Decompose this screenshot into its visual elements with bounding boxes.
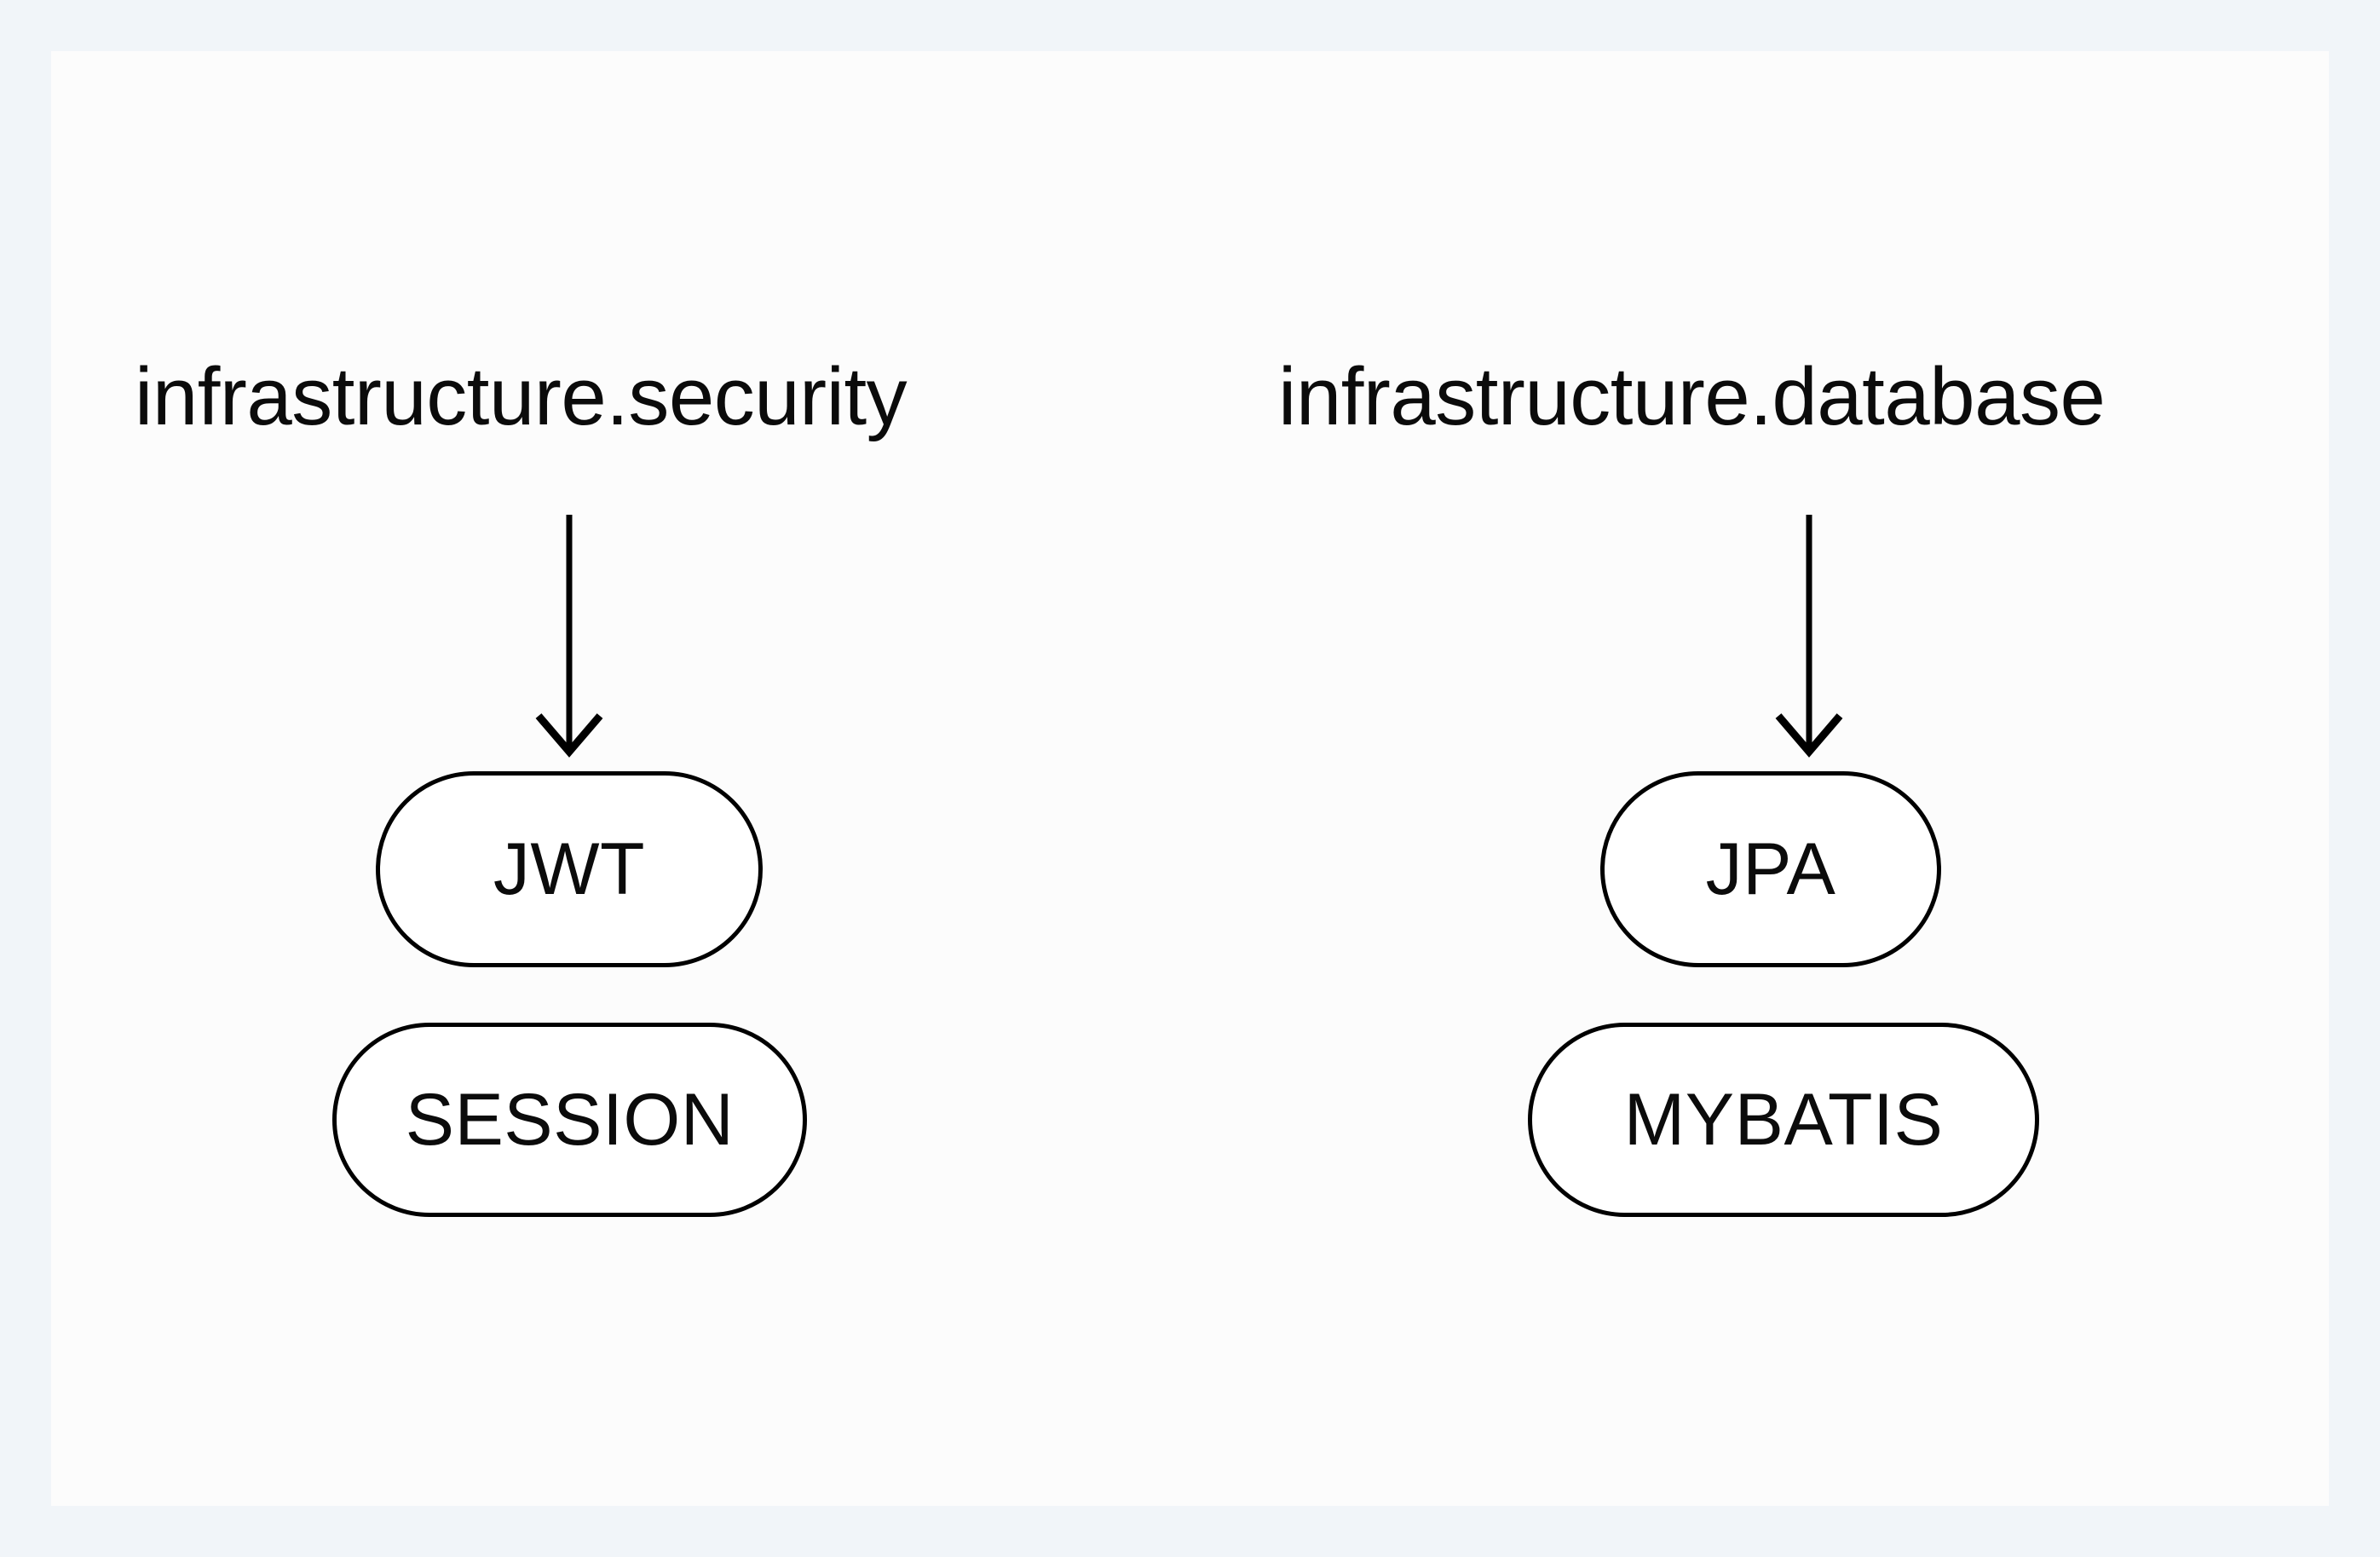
down-arrow-icon	[501, 511, 637, 758]
cluster-infrastructure-database: infrastructure.database JPA MYBATIS	[1193, 51, 2329, 1506]
node-jpa[interactable]: JPA	[1600, 771, 1941, 967]
cluster-label-database: infrastructure.database	[1278, 351, 2106, 442]
diagram-canvas: infrastructure.security JWT SESSION infr…	[51, 51, 2329, 1506]
node-session[interactable]: SESSION	[332, 1023, 807, 1217]
cluster-label-security: infrastructure.security	[135, 351, 908, 442]
node-label-jpa: JPA	[1705, 828, 1836, 910]
down-arrow-icon	[1741, 511, 1877, 758]
cluster-infrastructure-security: infrastructure.security JWT SESSION	[51, 51, 1193, 1506]
node-label-session: SESSION	[405, 1079, 735, 1161]
node-jwt[interactable]: JWT	[376, 771, 763, 967]
node-label-mybatis: MYBATIS	[1623, 1079, 1944, 1161]
node-label-jwt: JWT	[493, 828, 646, 910]
node-mybatis[interactable]: MYBATIS	[1528, 1023, 2039, 1217]
